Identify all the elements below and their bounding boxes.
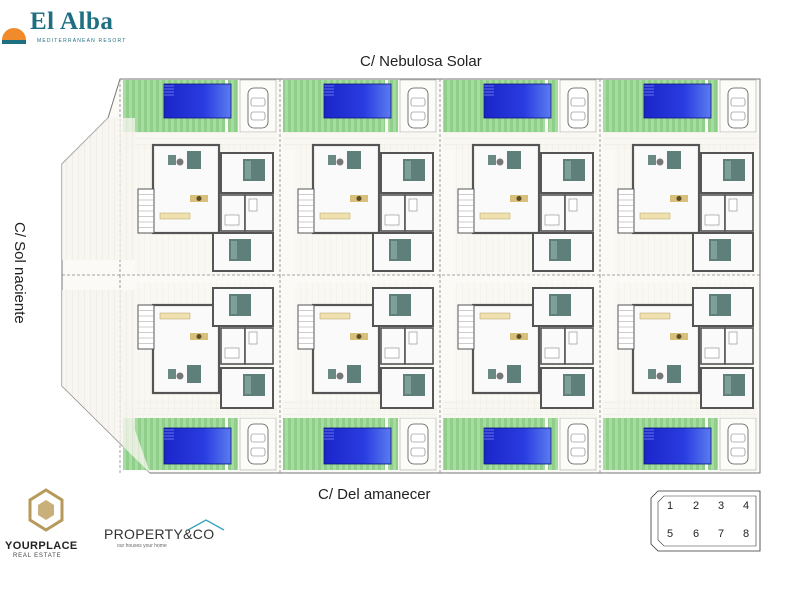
garden-strip [548, 80, 558, 132]
villa-unit [279, 275, 437, 473]
villa-unit [439, 79, 597, 275]
garden-strip [708, 80, 718, 132]
sofa [667, 365, 681, 383]
kitchen-counter [639, 312, 671, 320]
sofa [187, 365, 201, 383]
bathroom [540, 194, 566, 232]
living-room [471, 143, 541, 235]
bathroom [220, 327, 246, 365]
car-icon [247, 423, 269, 465]
garden-strip [388, 418, 398, 470]
living-room [311, 143, 381, 235]
swimming-pool [483, 427, 552, 465]
bathroom [540, 327, 566, 365]
kitchen-counter [479, 312, 511, 320]
swimming-pool [643, 427, 712, 465]
car-icon [567, 423, 589, 465]
car-icon [407, 423, 429, 465]
kitchen-counter [159, 312, 191, 320]
villa-unit [279, 79, 437, 275]
bathroom [700, 327, 726, 365]
bathroom [220, 194, 246, 232]
logo-sun-icon [2, 28, 26, 44]
kitchen-counter [319, 312, 351, 320]
plot-number-8: 8 [742, 528, 750, 540]
villa-unit [599, 275, 757, 473]
brand-subtitle: MEDITERRANEAN RESORT [37, 38, 127, 44]
swimming-pool [643, 83, 712, 119]
living-room [631, 143, 701, 235]
yourplace-logo-icon [28, 488, 64, 532]
swimming-pool [323, 83, 392, 119]
plot-number-7: 7 [717, 528, 725, 540]
garden-strip [228, 418, 238, 470]
living-room [311, 303, 381, 395]
plot-number-1: 1 [666, 500, 674, 512]
car-icon [567, 87, 589, 129]
villa-unit [439, 275, 597, 473]
plot-number-6: 6 [692, 528, 700, 540]
property-roof-icon [187, 519, 225, 531]
living-room [151, 303, 221, 395]
villa-unit [119, 79, 277, 275]
garden-strip [708, 418, 718, 470]
sofa [507, 151, 521, 169]
living-room [151, 143, 221, 235]
living-room [471, 303, 541, 395]
sofa [187, 151, 201, 169]
sofa [667, 151, 681, 169]
garden-strip [388, 80, 398, 132]
street-top-label: C/ Nebulosa Solar [360, 53, 482, 70]
property-name: PROPERTY&CO [104, 526, 215, 542]
garden-strip [548, 418, 558, 470]
property-subtitle: our houses your home [117, 543, 167, 549]
plot-key: 1 2 3 4 5 6 7 8 [650, 490, 761, 552]
sofa [507, 365, 521, 383]
plot-number-2: 2 [692, 500, 700, 512]
swimming-pool [163, 83, 232, 119]
villa-unit [119, 275, 277, 473]
bathroom [380, 194, 406, 232]
garden-strip [228, 80, 238, 132]
sofa [347, 365, 361, 383]
car-icon [727, 87, 749, 129]
car-icon [407, 87, 429, 129]
plot-number-4: 4 [742, 500, 750, 512]
sofa [347, 151, 361, 169]
yourplace-subtitle: REAL ESTATE [13, 553, 62, 559]
plot-number-3: 3 [717, 500, 725, 512]
car-icon [247, 87, 269, 129]
kitchen-counter [479, 212, 511, 220]
yourplace-name: YOURPLACE [5, 540, 78, 552]
brand-name: El Alba [30, 8, 114, 35]
left-deck [62, 118, 150, 473]
bathroom [380, 327, 406, 365]
bathroom [700, 194, 726, 232]
villa-unit [599, 79, 757, 275]
swimming-pool [483, 83, 552, 119]
kitchen-counter [159, 212, 191, 220]
car-icon [727, 423, 749, 465]
swimming-pool [163, 427, 232, 465]
kitchen-counter [639, 212, 671, 220]
swimming-pool [323, 427, 392, 465]
street-bottom-label: C/ Del amanecer [318, 486, 431, 503]
kitchen-counter [319, 212, 351, 220]
plot-number-5: 5 [666, 528, 674, 540]
